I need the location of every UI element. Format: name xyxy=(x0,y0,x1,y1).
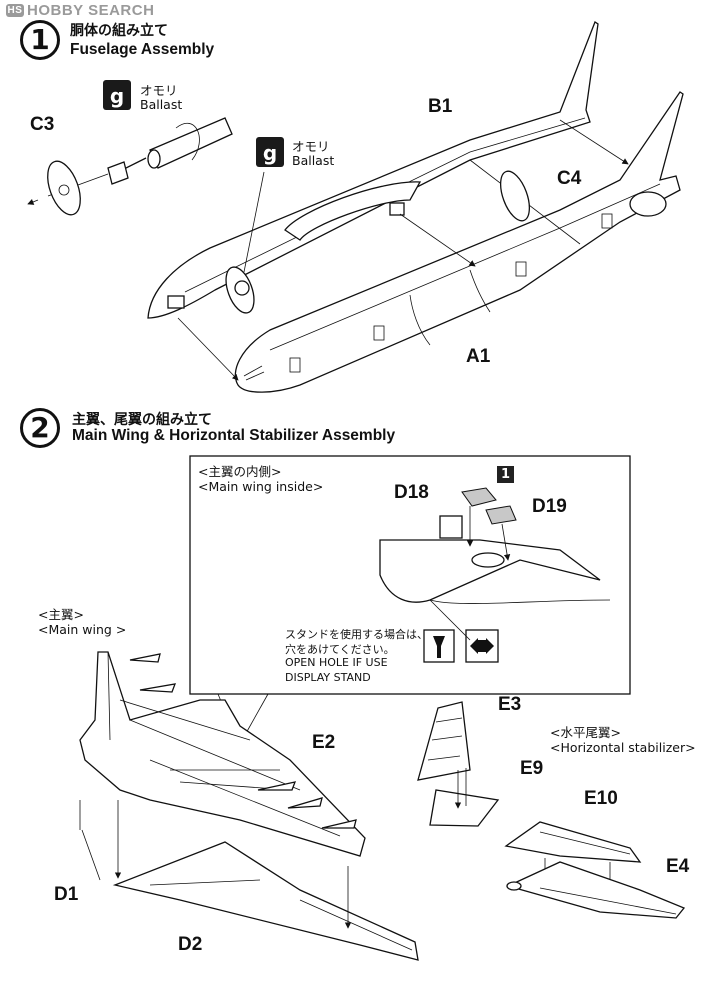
inset-wing-root xyxy=(379,539,601,603)
step-1-title-en: Fuselage Assembly xyxy=(70,41,215,58)
step-2-title-jp: 主翼、尾翼の組み立て xyxy=(72,412,212,428)
ballast-weight xyxy=(149,117,233,169)
ballast-weight-icon: g xyxy=(256,137,284,167)
hstab-label-jp: <水平尾翼> xyxy=(550,725,621,740)
part-label-c3: C3 xyxy=(30,114,55,135)
bulkhead-c3 xyxy=(47,160,81,216)
ballast-label-jp: オモリ xyxy=(292,139,330,154)
part-d18 xyxy=(461,487,497,507)
stand-note-en-1: OPEN HOLE IF USE xyxy=(285,656,388,669)
fuselage-cutout xyxy=(284,181,422,241)
part-label-d19: D19 xyxy=(532,496,567,517)
part-label-e4: E4 xyxy=(666,856,690,877)
inset-title-jp: <主翼の内側> xyxy=(198,464,282,479)
inset-title-en: <Main wing inside> xyxy=(198,479,324,494)
part-label-b1: B1 xyxy=(428,96,453,117)
part-label-d2: D2 xyxy=(178,934,203,955)
step-1-number: 1 xyxy=(20,20,60,60)
stand-note-jp-1: スタンドを使用する場合は、 xyxy=(285,628,428,641)
part-label-c4: C4 xyxy=(557,168,582,189)
part-e3 xyxy=(417,701,471,781)
main-wing-label-en: <Main wing > xyxy=(38,622,127,637)
watermark: HS HOBBY SEARCH xyxy=(6,2,154,19)
fuselage-half-a1 xyxy=(234,91,684,393)
part-label-d18: D18 xyxy=(394,482,429,503)
part-label-e10: E10 xyxy=(584,788,618,809)
part-d19 xyxy=(485,505,517,525)
step-2-number: 2 xyxy=(20,408,60,448)
part-label-e3: E3 xyxy=(498,694,522,715)
ballast-label-jp: オモリ xyxy=(140,83,178,98)
lower-wing-d2 xyxy=(112,841,419,961)
part-e9 xyxy=(429,789,500,827)
part-e4 xyxy=(506,861,686,919)
hstab-label-en: <Horizontal stabilizer> xyxy=(550,740,696,755)
ballast-label-en: Ballast xyxy=(292,153,335,168)
bulkhead-c4 xyxy=(499,170,531,222)
step-1-title-jp: 胴体の組み立て xyxy=(70,23,168,39)
part-label-a1: A1 xyxy=(466,346,491,367)
stand-note-jp-2: 穴をあけてください。 xyxy=(285,643,395,656)
inset-box xyxy=(189,455,631,695)
hobby-search-logo-icon: HS xyxy=(6,4,24,17)
step-2-title-en: Main Wing & Horizontal Stabilizer Assemb… xyxy=(72,427,396,444)
part-e10 xyxy=(504,821,642,863)
part-label-e9: E9 xyxy=(520,758,544,779)
part-label-d1: D1 xyxy=(54,884,79,905)
main-wing-label-jp: <主翼> xyxy=(38,607,84,622)
paint-color-badge: 1 xyxy=(497,466,514,483)
ballast-label-en: Ballast xyxy=(140,97,183,112)
part-label-e2: E2 xyxy=(312,732,336,753)
main-wing-e2 xyxy=(79,651,366,857)
watermark-text: HOBBY SEARCH xyxy=(27,2,155,19)
stand-note-en-2: DISPLAY STAND xyxy=(285,671,371,684)
fuselage-half-b1 xyxy=(147,21,599,319)
ballast-weight-icon: g xyxy=(103,80,131,110)
